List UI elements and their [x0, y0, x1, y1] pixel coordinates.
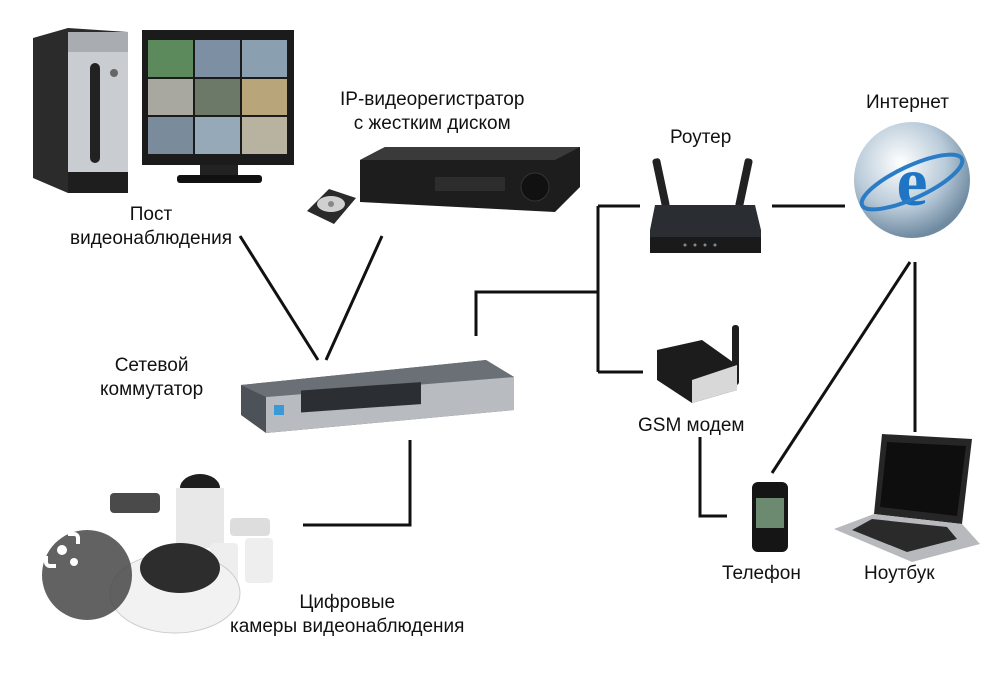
edge-nvr-switch	[324, 235, 384, 361]
label-gsm: GSM модем	[638, 415, 745, 436]
label-nvr-line1: IP-видеорегистратор	[340, 89, 525, 110]
label-post-line2: видеонаблюдения	[70, 228, 232, 249]
internet-explorer-globe-icon: e	[854, 122, 970, 238]
hard-disk-icon	[307, 189, 356, 224]
edge-switch-router-gsm	[474, 290, 598, 336]
label-switch-line1: Сетевой	[114, 355, 189, 376]
edge-switch-cameras	[303, 440, 412, 527]
pc-tower-icon	[33, 28, 128, 193]
gsm-modem-icon	[657, 325, 739, 403]
label-nvr: IP-видеорегистратор с жестким диском	[340, 88, 524, 136]
label-cameras-line2: камеры видеонаблюдения	[230, 616, 465, 637]
label-phone: Телефон	[722, 563, 801, 584]
network-switch-icon	[241, 360, 514, 433]
label-cameras-line1: Цифровые	[299, 592, 396, 613]
label-post-line1: Пост	[129, 204, 173, 225]
label-cameras: Цифровые камеры видеонаблюдения	[230, 591, 464, 639]
laptop-icon	[834, 434, 980, 562]
edge-internet-phone	[770, 261, 912, 474]
google-lens-icon	[44, 532, 80, 568]
router-icon	[650, 158, 761, 253]
label-router: Роутер	[670, 127, 732, 148]
label-switch: Сетевой коммутатор	[100, 354, 203, 402]
label-post: Пост видеонаблюдения	[70, 203, 232, 251]
label-nvr-line2: с жестким диском	[353, 113, 511, 134]
nvr-recorder-icon	[360, 147, 580, 212]
label-internet: Интернет	[866, 92, 949, 113]
label-laptop: Ноутбук	[864, 563, 935, 584]
smartphone-icon	[752, 482, 788, 552]
edge-post-switch	[238, 235, 320, 361]
label-switch-line2: коммутатор	[100, 379, 204, 400]
svg-text:e: e	[896, 144, 927, 221]
edge-gsm-phone	[698, 437, 727, 518]
ip-cameras-icon	[109, 474, 273, 634]
google-lens-button[interactable]	[42, 530, 132, 620]
monitor-icon	[142, 30, 294, 183]
